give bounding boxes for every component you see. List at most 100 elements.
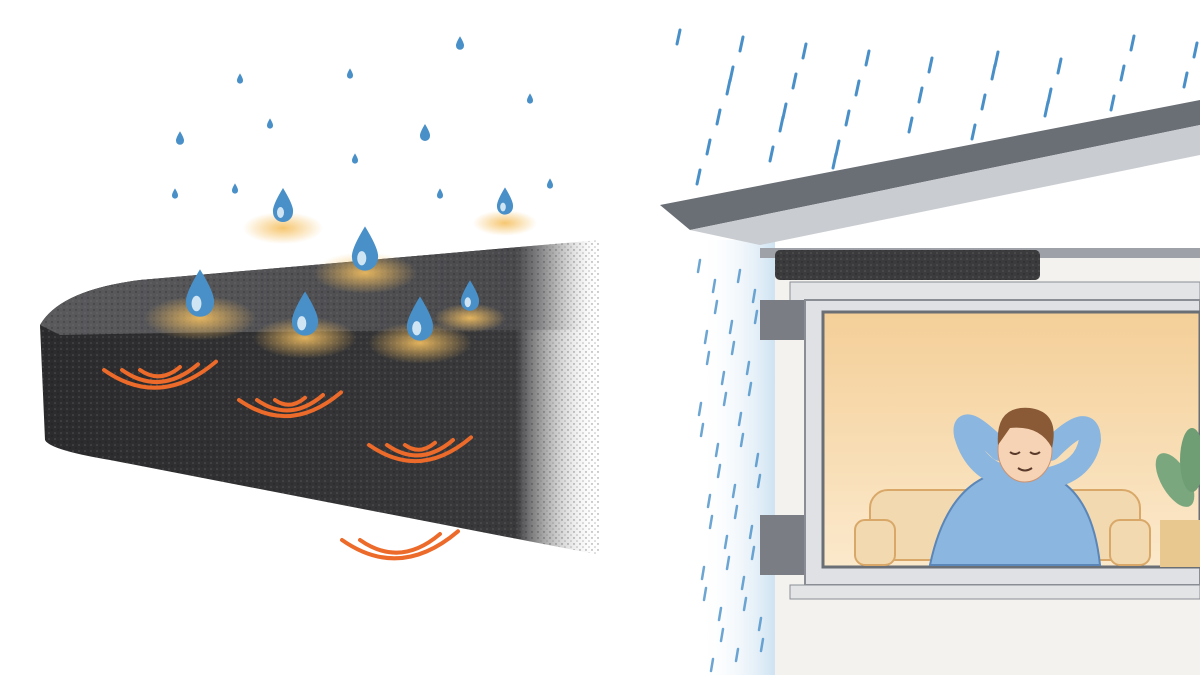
raindrop <box>706 493 712 509</box>
raindrop <box>722 391 728 407</box>
impact-glow <box>253 317 357 359</box>
sound-wave-arc <box>255 393 325 413</box>
impact-glow <box>434 303 506 333</box>
water-drop-icon <box>171 188 179 199</box>
raindrop <box>711 278 717 294</box>
raindrop <box>927 56 934 74</box>
raindrop <box>778 115 785 133</box>
raindrop <box>709 657 715 673</box>
sound-wave-arc <box>358 532 442 555</box>
water-drop-icon <box>351 153 359 164</box>
water-drop-highlight <box>464 297 471 308</box>
relaxing-person <box>928 407 1102 566</box>
sound-wave-arc <box>403 440 437 452</box>
water-drop-icon <box>272 188 294 222</box>
water-drop-icon <box>236 73 244 84</box>
raindrop <box>801 42 808 60</box>
house <box>660 100 1200 675</box>
water-drop-highlight <box>412 321 422 336</box>
raindrop <box>1182 71 1189 89</box>
raindrop <box>728 319 734 335</box>
sound-wave-icon <box>102 359 473 561</box>
water-drop-icon <box>231 183 239 194</box>
raindrop <box>703 329 709 345</box>
water-drop-highlight <box>297 316 307 331</box>
raindrop <box>723 534 729 550</box>
raindrop <box>736 268 742 284</box>
impact-glow <box>473 210 537 236</box>
raindrop <box>750 545 756 561</box>
raindrop <box>713 299 719 315</box>
raindrop <box>1192 41 1199 59</box>
impact-glows <box>144 210 537 364</box>
raindrop <box>730 340 736 356</box>
water-drop-icon <box>526 93 534 104</box>
raindrop <box>917 86 924 104</box>
raindrop <box>708 514 714 530</box>
sound-wave-arc <box>273 395 307 407</box>
raindrop <box>754 452 760 468</box>
water-drop-icon <box>419 124 431 141</box>
raindrop <box>720 370 726 386</box>
raindrop <box>907 116 914 134</box>
water-drop-highlight <box>357 251 367 266</box>
raindrop <box>1119 64 1126 82</box>
raindrop <box>742 596 748 612</box>
raindrop <box>756 473 762 489</box>
raindrop <box>748 524 754 540</box>
water-drop-highlight <box>277 207 284 218</box>
raindrop <box>697 401 703 417</box>
raindrop <box>740 575 746 591</box>
raindrop <box>745 360 751 376</box>
impact-glow <box>243 212 323 244</box>
water-drop-icon <box>496 187 514 215</box>
water-drop-icon <box>351 226 379 271</box>
raindrop <box>731 483 737 499</box>
raindrop <box>753 309 759 325</box>
raindrop <box>734 647 740 663</box>
raindrop <box>1043 100 1050 118</box>
raindrop <box>864 49 871 67</box>
roof-edge <box>660 100 1200 230</box>
water-drop-icon <box>171 36 554 341</box>
raindrop <box>714 442 720 458</box>
raindrop <box>695 168 702 186</box>
raindrop <box>725 78 732 96</box>
raindrop <box>675 28 682 46</box>
raindrop <box>716 463 722 479</box>
impact-glow <box>368 322 472 364</box>
impact-glow <box>313 252 417 294</box>
raindrop <box>725 555 731 571</box>
raindrop <box>715 108 722 126</box>
raindrop <box>696 258 702 274</box>
rain <box>675 28 1199 673</box>
raindrop <box>747 381 753 397</box>
sound-wave-arc <box>340 529 460 561</box>
raindrop <box>990 63 997 81</box>
water-drop-icon <box>455 36 465 50</box>
plant <box>1155 428 1200 567</box>
water-drop-icon <box>436 188 444 199</box>
raindrop <box>970 123 977 141</box>
raindrop <box>738 35 745 53</box>
water-drop-icon <box>266 118 274 129</box>
raindrop <box>705 138 712 156</box>
raindrop <box>719 627 725 643</box>
raindrop <box>791 72 798 90</box>
water-drop-highlight <box>500 202 506 212</box>
sound-wave-arc <box>102 359 218 390</box>
sound-wave-arc <box>385 438 455 458</box>
raindrop <box>768 145 775 163</box>
sound-wave-arc <box>237 390 343 419</box>
raindrop <box>854 79 861 97</box>
raindrop <box>831 152 838 170</box>
raindrop <box>739 432 745 448</box>
raindrop <box>1056 57 1063 75</box>
sound-wave-arc <box>138 365 182 379</box>
water-drop-icon <box>546 178 554 189</box>
raindrop <box>1129 34 1136 52</box>
water-drop-highlight <box>191 295 202 312</box>
impact-glow <box>144 295 256 341</box>
raindrop <box>702 586 708 602</box>
